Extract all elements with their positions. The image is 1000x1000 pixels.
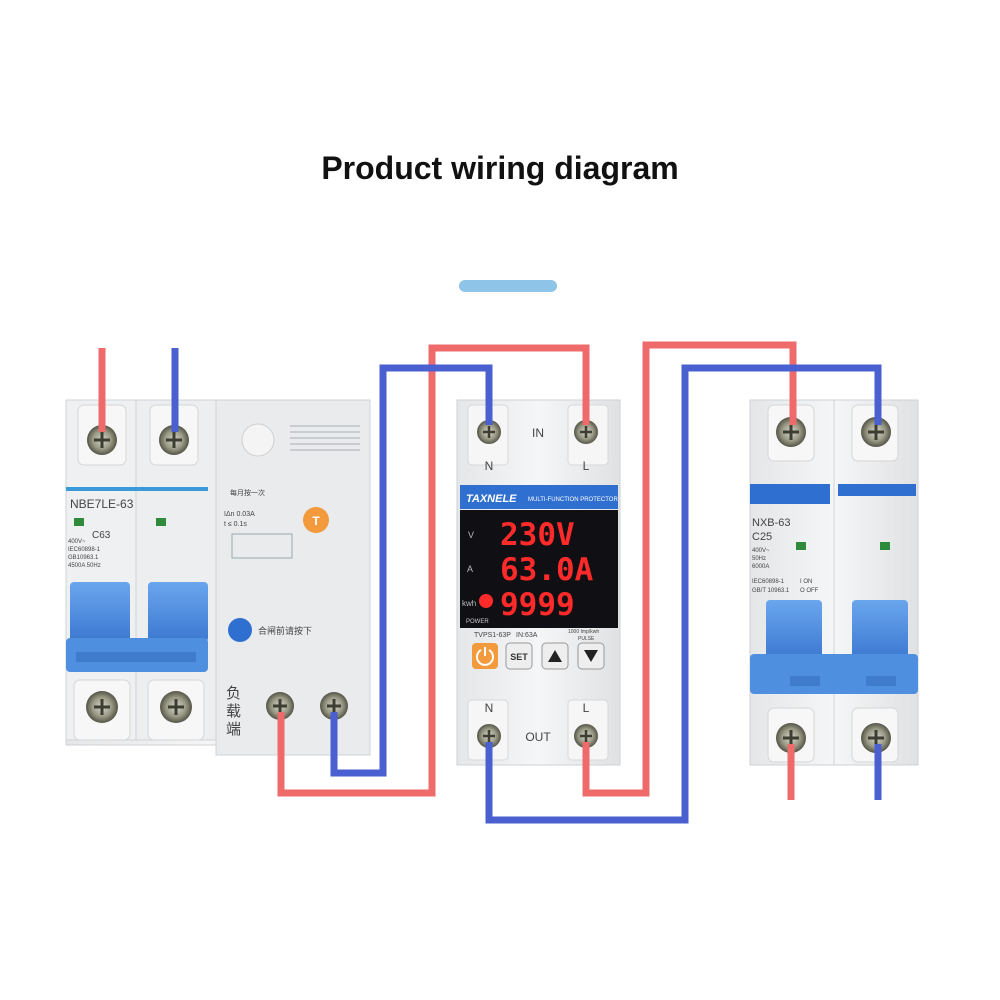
rcbo-spec-voltage: 400V~: [68, 539, 86, 545]
rcbo-residual-current: IΔn 0.03A: [224, 511, 255, 518]
protector-set-button[interactable]: [505, 642, 533, 670]
protector-status-led: [479, 594, 493, 608]
mcb-breaker: NXB-63 C25 400V~ 50Hz 6000A IEC60898-1 G…: [749, 399, 919, 766]
triangle-down-icon: [584, 650, 598, 662]
protector-display: [460, 510, 618, 628]
protector-row-v: V: [468, 530, 474, 540]
rcbo-handle-1[interactable]: [70, 582, 130, 642]
rcbo-load-label-2: 载: [226, 703, 241, 720]
rcbo-leakage-module: [215, 399, 371, 756]
protector-model: TVPS1-63P: [474, 632, 511, 639]
rcbo-spec-std2: GB10963.1: [68, 555, 99, 561]
mcb-model: NXB-63: [752, 517, 791, 529]
rcbo-spec-std1: IEC60898-1: [68, 547, 101, 553]
rcbo-indicator-2: [156, 518, 166, 526]
mcb-rating: C25: [752, 531, 772, 543]
protector-row-a: A: [467, 564, 473, 574]
mcb-label-band-1: [750, 484, 830, 504]
protector-in-l-label: L: [583, 459, 590, 473]
mcb-spec-std1: IEC60898-1: [752, 579, 785, 585]
mcb-indicator-1: [796, 542, 806, 550]
mcb-spec-std2: GB/T 10963.1: [752, 588, 790, 594]
mcb-label-band-2: [838, 484, 916, 496]
rcbo-model: NBE7LE-63: [70, 497, 134, 511]
rcbo-window: [241, 423, 275, 457]
mcb-handle-2[interactable]: [852, 600, 908, 660]
protector-rated: IN:63A: [516, 632, 538, 639]
rcbo-test-note: 每月按一次: [230, 488, 265, 497]
power-icon: [476, 647, 494, 666]
rcbo-test-label: T: [312, 514, 320, 528]
mcb-spec-freq: 50Hz: [752, 556, 766, 562]
mcb-handle-bar[interactable]: [750, 654, 918, 694]
rcbo-test-button[interactable]: [303, 507, 329, 533]
protector-out-n-label: N: [485, 701, 494, 715]
triangle-up-icon: [548, 650, 562, 662]
neutral-wire-protector-to-mcb: [485, 364, 882, 824]
multi-function-protector: IN N L TAXNELE MULTI-FUNCTION PROTECTOR …: [456, 399, 621, 766]
page-title: Product wiring diagram: [321, 150, 679, 186]
rcbo-spec-cap: 4500A 50Hz: [68, 563, 101, 569]
rcbo-load-label-3: 端: [226, 721, 241, 738]
rcbo-rating: C63: [92, 530, 111, 541]
protector-row-kwh: kwh: [462, 599, 476, 608]
protector-voltage-value: 230V: [500, 517, 575, 553]
rcbo-breaker: NBE7LE-63 C63 400V~ IEC60898-1 GB10963.1…: [65, 399, 371, 756]
protector-current-value: 63.0A: [500, 552, 594, 588]
protector-out-label: OUT: [525, 730, 551, 744]
accent-bar: [459, 280, 557, 292]
protector-subtitle: MULTI-FUNCTION PROTECTOR: [528, 497, 618, 503]
protector-energy-value: 9999: [500, 587, 575, 623]
protector-in-label: IN: [532, 426, 544, 440]
live-wire-protector-to-mcb: [582, 341, 797, 797]
rcbo-handle-2[interactable]: [148, 582, 208, 642]
protector-out-l-label: L: [583, 701, 590, 715]
protector-pulse-label: PULSE: [578, 636, 595, 642]
rcbo-load-label-1: 负: [226, 685, 241, 702]
mcb-indicator-2: [880, 542, 890, 550]
protector-header: [460, 485, 618, 509]
protector-power-label: POWER: [466, 619, 489, 625]
protector-pulse-rate: 1000 Imp/kwh: [568, 629, 599, 635]
mcb-on-label: I ON: [800, 579, 812, 585]
mcb-spec-cap: 6000A: [752, 564, 769, 570]
rcbo-reset-button[interactable]: [228, 618, 252, 642]
neutral-wire-rcbo-to-protector: [330, 364, 493, 777]
mcb-handle-1[interactable]: [766, 600, 822, 660]
mcb-off-label: O OFF: [800, 588, 819, 594]
live-wire-rcbo-to-protector: [277, 344, 590, 797]
rcbo-trip-time: t ≤ 0.1s: [224, 521, 247, 528]
mcb-spec-voltage: 400V~: [752, 548, 770, 554]
protector-set-label: SET: [510, 652, 528, 662]
rcbo-reset-note: 合闸前请按下: [258, 625, 312, 636]
rcbo-indicator-1: [74, 518, 84, 526]
protector-brand: TAXNELE: [466, 493, 517, 505]
protector-in-n-label: N: [485, 459, 494, 473]
